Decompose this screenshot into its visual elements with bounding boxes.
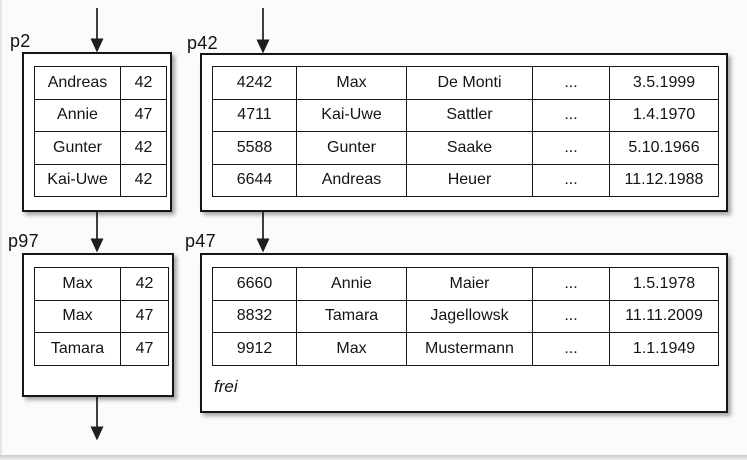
page-label-p42: p42 bbox=[187, 33, 218, 53]
table-cell: Mustermann bbox=[406, 332, 533, 366]
table-cell: Saake bbox=[406, 131, 533, 165]
table-cell: 47 bbox=[120, 98, 167, 132]
table-row: Tamara 47 bbox=[34, 332, 169, 366]
record-table-p42: 4242 Max De Monti ... 3.5.1999 4711 Kai-… bbox=[212, 66, 719, 197]
arrow-down-into-p2-icon bbox=[90, 8, 104, 53]
table-cell: 42 bbox=[120, 66, 167, 100]
table-row: Gunter 42 bbox=[34, 131, 167, 165]
table-cell: Maier bbox=[406, 267, 533, 301]
page-box-p97: Max 42 Max 47 Tamara 47 bbox=[22, 253, 174, 397]
table-cell: ... bbox=[532, 66, 610, 100]
table-cell: 42 bbox=[120, 267, 169, 301]
table-cell: Max bbox=[34, 299, 121, 333]
table-row: 8832 Tamara Jagellowsk ... 11.11.2009 bbox=[212, 299, 719, 333]
table-cell: Jagellowsk bbox=[406, 299, 533, 333]
table-cell: Gunter bbox=[296, 131, 407, 165]
table-cell: 5.10.1966 bbox=[609, 131, 719, 165]
table-cell: 4711 bbox=[212, 98, 297, 132]
table-cell: Sattler bbox=[406, 98, 533, 132]
table-cell: Heuer bbox=[406, 163, 533, 197]
table-cell: 3.5.1999 bbox=[609, 66, 719, 100]
table-cell: 1.5.1978 bbox=[609, 267, 719, 301]
table-cell: 6660 bbox=[212, 267, 297, 301]
table-cell: Andreas bbox=[34, 66, 121, 100]
table-row: 4242 Max De Monti ... 3.5.1999 bbox=[212, 66, 719, 100]
page-label-p97: p97 bbox=[8, 231, 39, 251]
table-row: Annie 47 bbox=[34, 98, 167, 132]
arrow-p2-to-p97-icon bbox=[90, 212, 104, 253]
table-row: 9912 Max Mustermann ... 1.1.1949 bbox=[212, 332, 719, 366]
table-cell: 6644 bbox=[212, 163, 297, 197]
page-box-p47: 6660 Annie Maier ... 1.5.1978 8832 Tamar… bbox=[200, 253, 728, 413]
table-cell: 5588 bbox=[212, 131, 297, 165]
table-cell: 47 bbox=[120, 299, 169, 333]
arrow-p42-to-p47-icon bbox=[256, 212, 270, 253]
table-cell: ... bbox=[532, 131, 610, 165]
table-cell: Kai-Uwe bbox=[296, 98, 407, 132]
table-cell: Andreas bbox=[296, 163, 407, 197]
page-box-p2: Andreas 42 Annie 47 Gunter 42 Kai-Uwe 42 bbox=[22, 52, 172, 212]
arrow-down-out-of-p97-icon bbox=[90, 397, 104, 441]
table-cell: 42 bbox=[120, 163, 167, 197]
table-cell: ... bbox=[532, 98, 610, 132]
table-cell: ... bbox=[532, 332, 610, 366]
page-box-p42: 4242 Max De Monti ... 3.5.1999 4711 Kai-… bbox=[200, 53, 728, 212]
record-table-p47: 6660 Annie Maier ... 1.5.1978 8832 Tamar… bbox=[212, 267, 719, 366]
table-row: Max 42 bbox=[34, 267, 169, 301]
table-row: 6660 Annie Maier ... 1.5.1978 bbox=[212, 267, 719, 301]
table-cell: ... bbox=[532, 163, 610, 197]
table-cell: ... bbox=[532, 267, 610, 301]
record-table-p97: Max 42 Max 47 Tamara 47 bbox=[34, 267, 169, 366]
table-row: 5588 Gunter Saake ... 5.10.1966 bbox=[212, 131, 719, 165]
table-cell: Max bbox=[296, 332, 407, 366]
table-cell: Tamara bbox=[296, 299, 407, 333]
table-cell: Max bbox=[296, 66, 407, 100]
table-cell: 11.11.2009 bbox=[609, 299, 719, 333]
table-cell: Kai-Uwe bbox=[34, 163, 121, 197]
table-cell: 1.1.1949 bbox=[609, 332, 719, 366]
bottom-edge-divider bbox=[0, 455, 747, 460]
table-row: Kai-Uwe 42 bbox=[34, 163, 167, 197]
table-cell: Annie bbox=[34, 98, 121, 132]
table-cell: ... bbox=[532, 299, 610, 333]
table-cell: Tamara bbox=[34, 332, 121, 366]
arrow-down-into-p42-icon bbox=[256, 8, 270, 54]
table-cell: 4242 bbox=[212, 66, 297, 100]
table-row: Andreas 42 bbox=[34, 66, 167, 100]
table-cell: Annie bbox=[296, 267, 407, 301]
table-cell: Gunter bbox=[34, 131, 121, 165]
table-cell: 42 bbox=[120, 131, 167, 165]
record-table-p2: Andreas 42 Annie 47 Gunter 42 Kai-Uwe 42 bbox=[34, 66, 167, 197]
page-label-p47: p47 bbox=[185, 231, 216, 251]
left-edge-divider bbox=[0, 0, 2, 460]
table-cell: Max bbox=[34, 267, 121, 301]
table-cell: 47 bbox=[120, 332, 169, 366]
free-space-label: frei bbox=[214, 377, 238, 396]
table-cell: De Monti bbox=[406, 66, 533, 100]
page-label-p2: p2 bbox=[10, 31, 31, 51]
table-cell: 1.4.1970 bbox=[609, 98, 719, 132]
table-cell: 11.12.1988 bbox=[609, 163, 719, 197]
table-row: 6644 Andreas Heuer ... 11.12.1988 bbox=[212, 163, 719, 197]
table-row: 4711 Kai-Uwe Sattler ... 1.4.1970 bbox=[212, 98, 719, 132]
table-row: Max 47 bbox=[34, 299, 169, 333]
table-cell: 8832 bbox=[212, 299, 297, 333]
table-cell: 9912 bbox=[212, 332, 297, 366]
